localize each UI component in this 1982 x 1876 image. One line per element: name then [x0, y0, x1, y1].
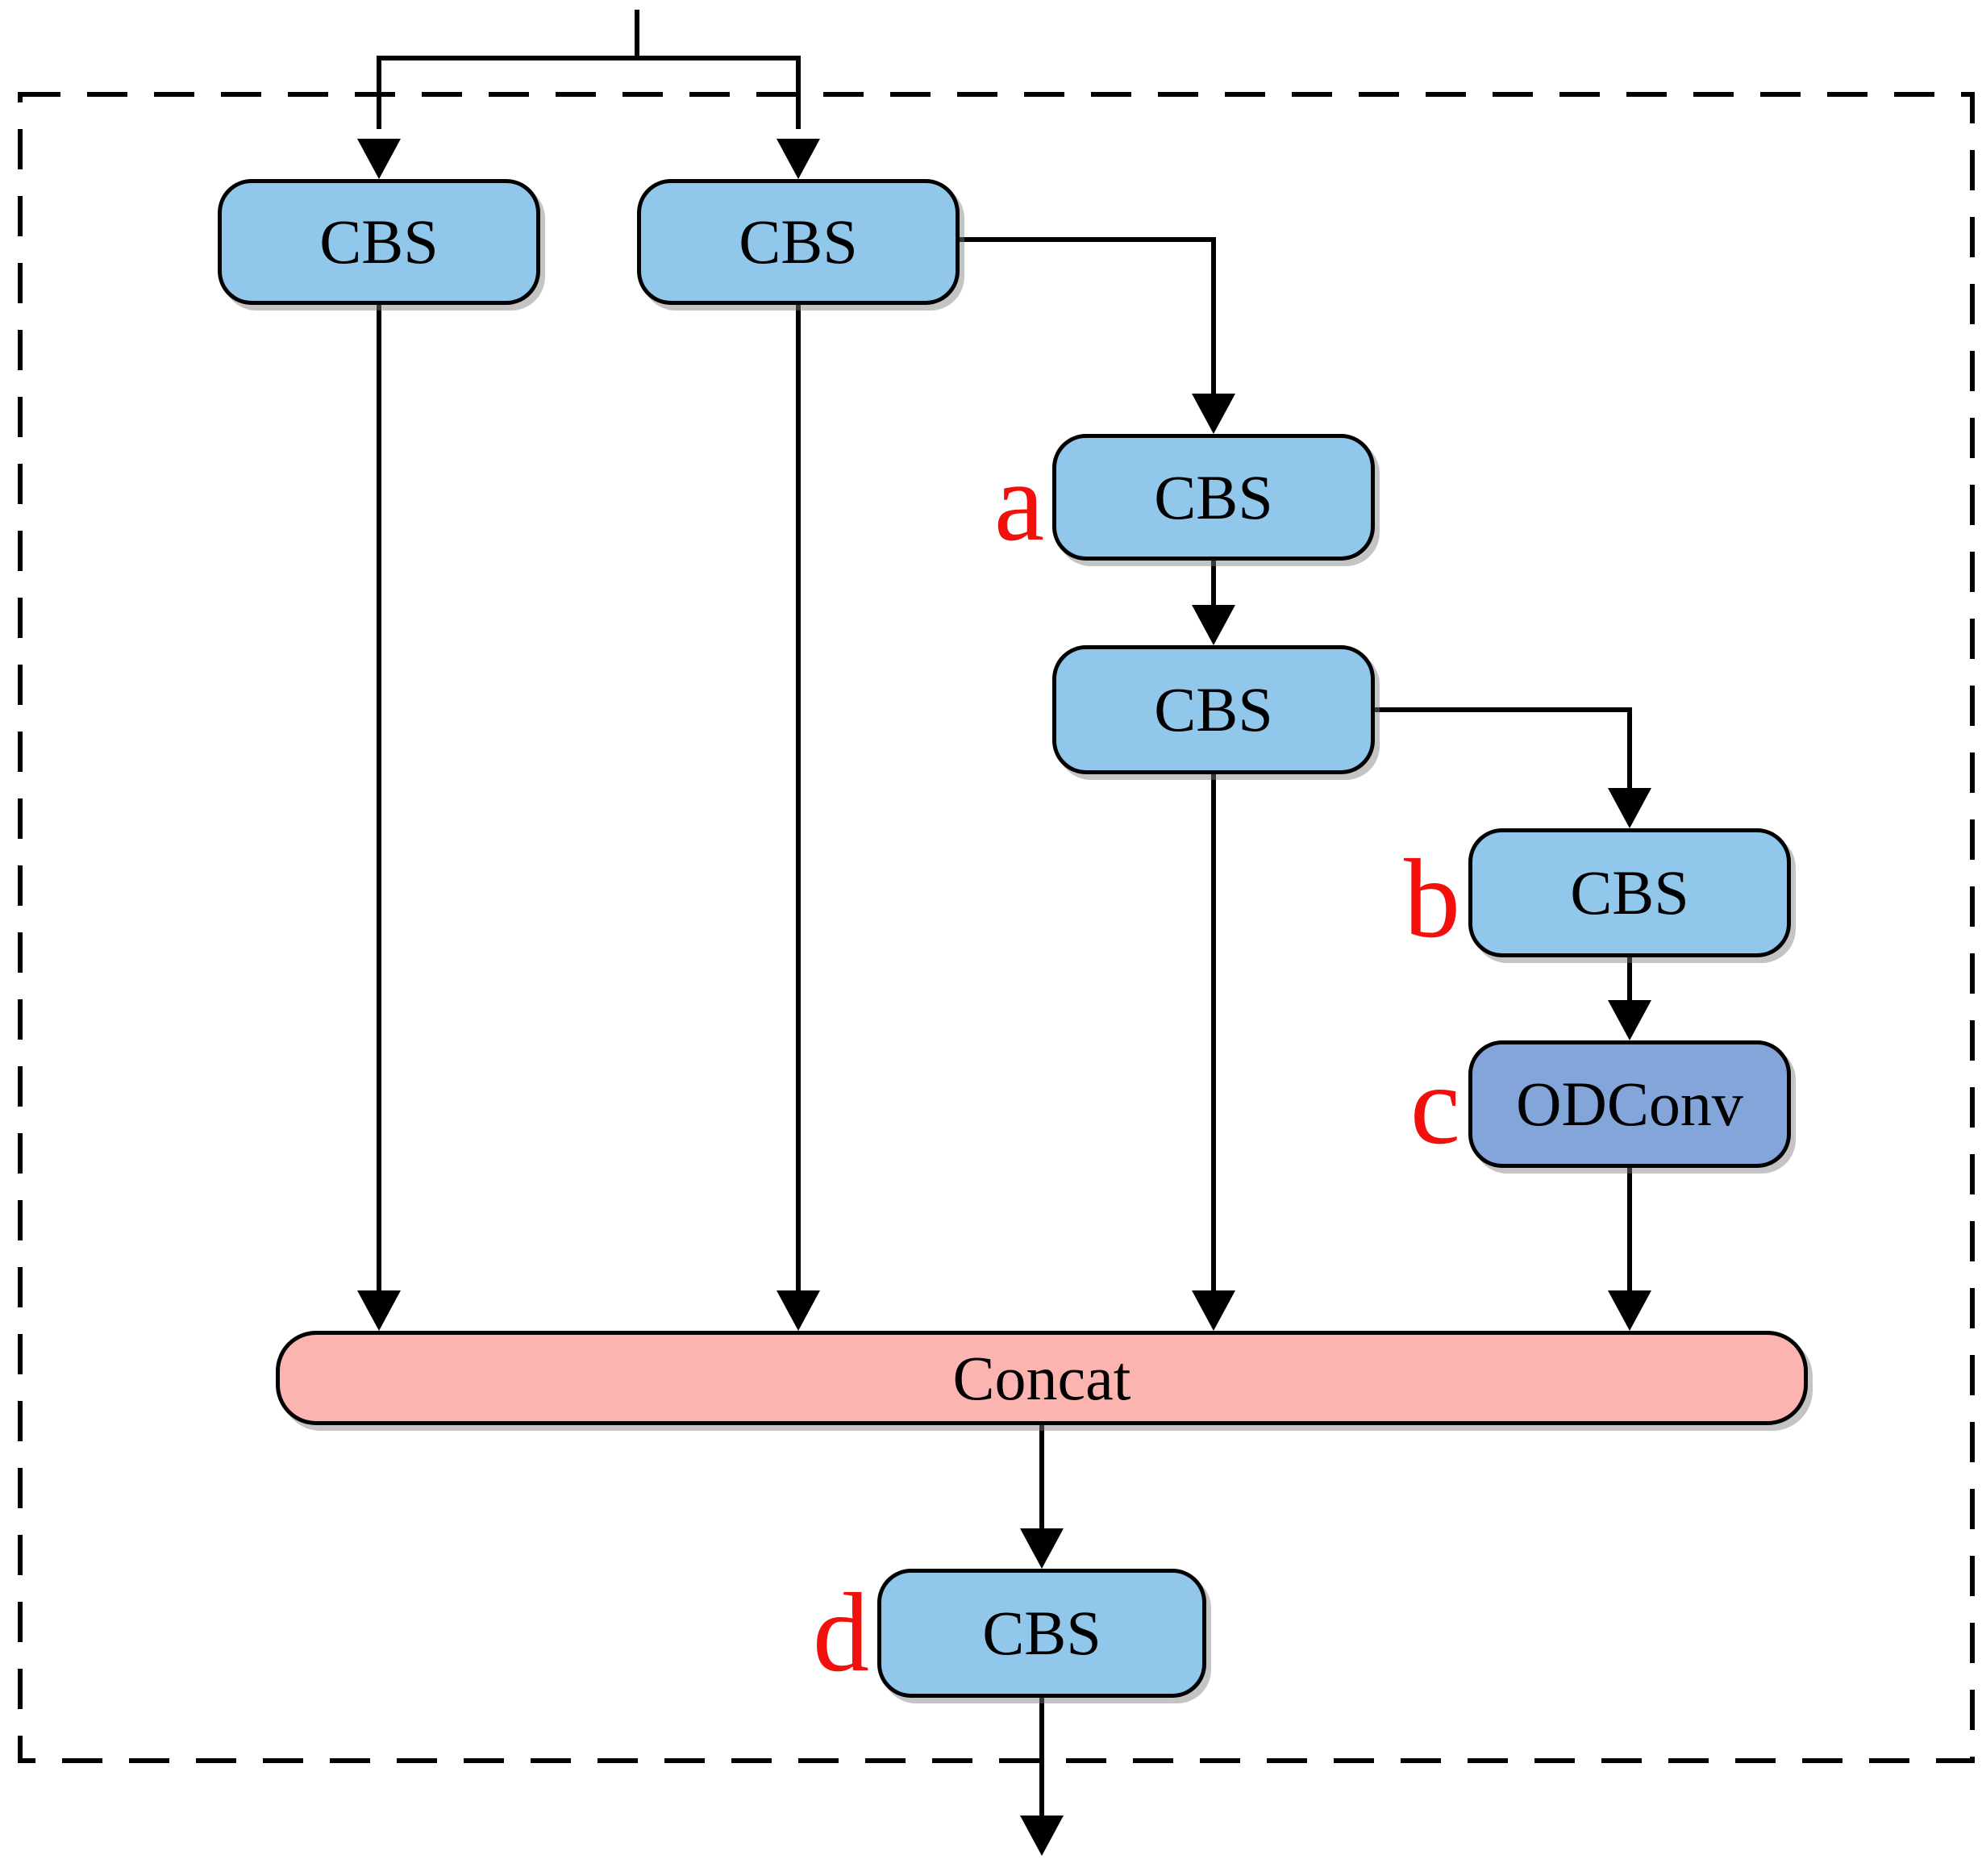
block-label: CBS — [1570, 857, 1689, 928]
annotation-d: d — [732, 1569, 869, 1698]
block-label: Concat — [952, 1342, 1131, 1413]
arrowheads — [357, 139, 1651, 1856]
block-label: CBS — [1154, 674, 1273, 744]
arrow-concat-in-2 — [777, 1290, 820, 1331]
connector-lines — [377, 10, 1632, 1821]
block-label: CBS — [1154, 461, 1273, 532]
block-label: CBS — [739, 206, 858, 277]
block-cbs-a: CBS — [1052, 434, 1375, 561]
arrow-into-cbs-b — [1608, 788, 1651, 828]
arrow-concat-in-3 — [1192, 1290, 1235, 1331]
block-label: ODConv — [1516, 1069, 1743, 1139]
module-dashed-border — [18, 92, 1975, 1763]
arrow-output — [1020, 1816, 1064, 1856]
arrow-into-odconv — [1608, 1000, 1651, 1040]
block-cbs-mid: CBS — [1052, 645, 1375, 774]
block-odconv: ODConv — [1468, 1040, 1791, 1168]
arrow-into-cbs-d — [1020, 1528, 1064, 1569]
arrow-into-cbs-a — [1192, 394, 1235, 434]
annotation-letter: c — [1409, 1043, 1460, 1168]
annotation-letter: a — [993, 439, 1044, 565]
arrow-concat-in-4 — [1608, 1290, 1651, 1331]
cbs-mid-branch-line — [1375, 707, 1632, 794]
annotation-letter: b — [1404, 836, 1460, 961]
annotation-c: c — [1323, 1042, 1460, 1169]
block-label: CBS — [982, 1598, 1101, 1668]
block-cbs-b: CBS — [1468, 828, 1791, 957]
cbs-right-branch-line — [960, 237, 1216, 400]
arrow-into-cbs-right — [777, 139, 820, 179]
block-cbs-d: CBS — [877, 1569, 1206, 1698]
block-concat: Concat — [276, 1331, 1808, 1425]
annotation-a: a — [907, 440, 1044, 565]
arrow-into-cbs-mid — [1192, 605, 1235, 645]
arrow-into-cbs-left — [357, 139, 401, 179]
annotation-letter: d — [813, 1570, 869, 1695]
arrow-concat-in-1 — [357, 1290, 401, 1331]
block-cbs-left: CBS — [218, 179, 540, 305]
annotation-b: b — [1323, 832, 1460, 965]
block-label: CBS — [319, 206, 439, 277]
block-cbs-right: CBS — [637, 179, 960, 305]
input-split-line — [377, 56, 801, 129]
